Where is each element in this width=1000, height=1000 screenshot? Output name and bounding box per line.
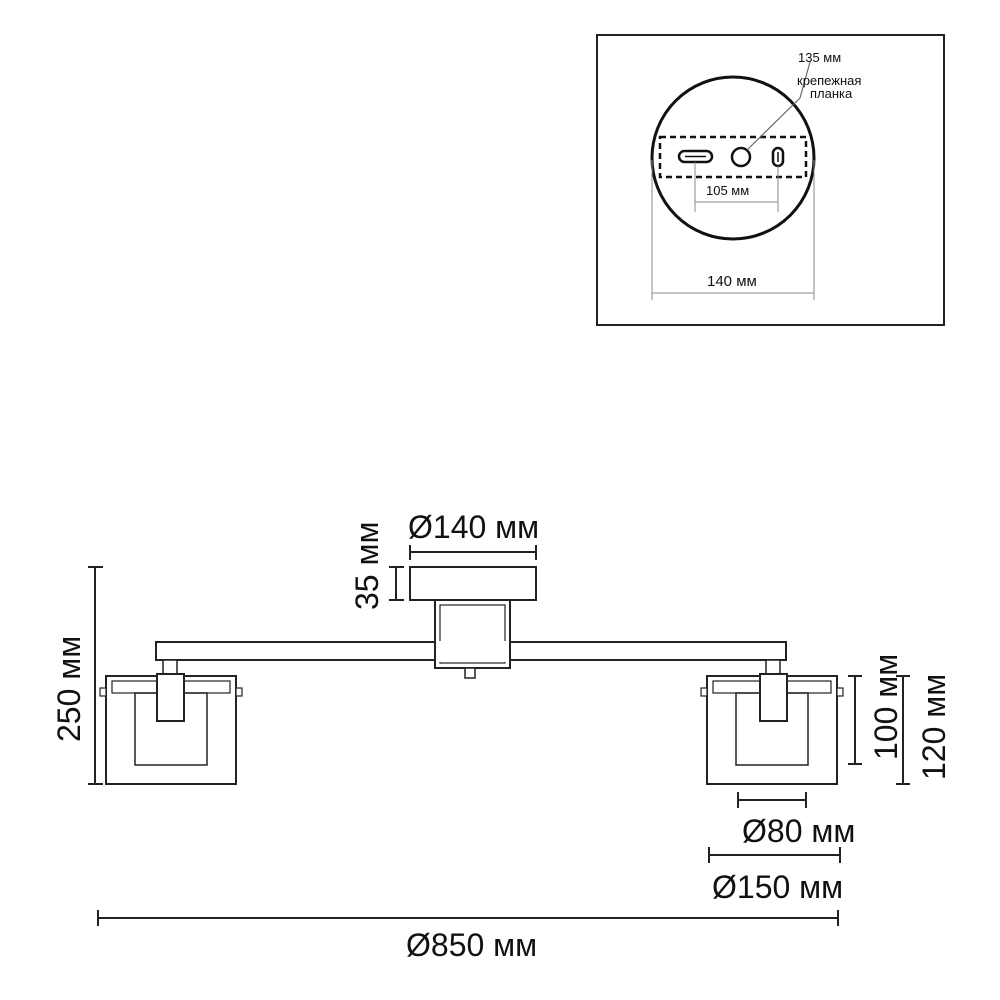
- inset-panel: 135 мм крепежная планка 105 мм 140 мм: [596, 34, 945, 326]
- inset-label-105: 105 мм: [706, 183, 749, 198]
- right-shade-pin-left: [700, 687, 708, 697]
- left-shade-mount: [156, 673, 185, 722]
- center-body-inner: [439, 604, 506, 664]
- inset-label-mount: крепежная: [797, 73, 861, 88]
- inset-label-140: 140 мм: [707, 273, 757, 290]
- dim-total-width-label: Ø850 мм: [406, 927, 537, 963]
- inset-label-mount2: планка: [810, 86, 853, 101]
- crossbar-center-cover: [436, 641, 509, 662]
- left-shade-pin-left: [99, 687, 107, 697]
- inset-label-135: 135 мм: [798, 50, 841, 65]
- dimension-lines: [88, 545, 910, 926]
- dim-canopy-diameter-label: Ø140 мм: [408, 509, 539, 545]
- dim-canopy-height-label: 35 мм: [349, 522, 385, 610]
- dim-shade-outer-diameter-label: Ø150 мм: [712, 869, 843, 905]
- fixture-drawing: [99, 566, 844, 785]
- dim-shade-inner-diameter-label: Ø80 мм: [742, 813, 855, 849]
- dim-shade-inner-height-label: 100 мм: [868, 654, 904, 760]
- inset-leader-line-tail: [799, 61, 811, 99]
- inset-mounting-bar: [658, 135, 808, 179]
- center-screw: [464, 667, 476, 679]
- left-joint-connector: [162, 659, 178, 675]
- right-shade-mount: [759, 673, 788, 722]
- canopy: [409, 566, 537, 601]
- right-joint-connector: [765, 659, 781, 675]
- inset-center-hole: [730, 146, 752, 168]
- inset-frame: [596, 34, 945, 326]
- inset-canopy-circle: [650, 75, 816, 241]
- right-shade-pin-right: [836, 687, 844, 697]
- left-shade-pin-right: [235, 687, 243, 697]
- dim-total-height-label: 250 мм: [51, 636, 87, 742]
- inset-leader-line: [746, 97, 801, 151]
- dim-shade-outer-height-label: 120 мм: [916, 674, 952, 780]
